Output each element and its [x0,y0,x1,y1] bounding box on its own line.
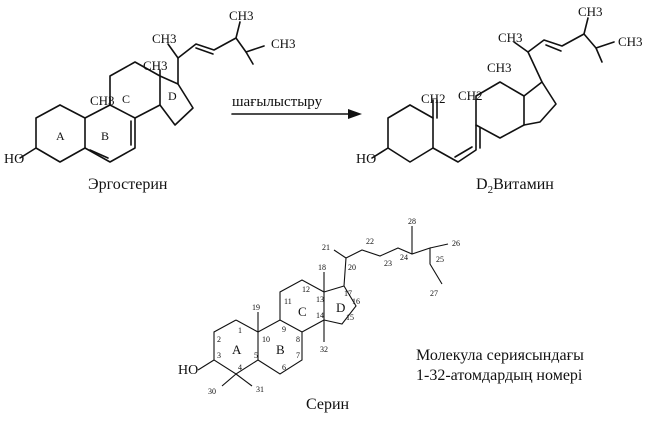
ergo-ch3-c26: CH3 [271,36,296,51]
sterane-c21-bond [333,249,347,259]
atom-number-20: 20 [348,263,356,272]
vitamin-d2-name-prefix: D [476,176,488,193]
sterane-side-chain [343,247,443,287]
atom-number-17: 17 [344,289,352,298]
vitd-ch2-label: CH2 [458,88,483,103]
atom-number-18: 18 [318,263,326,272]
vitd-triene-double-1 [454,146,473,158]
vitamin-d2-name-suffix: Витамин [493,176,554,193]
atom-number-6: 6 [282,363,286,372]
atom-number-2: 2 [217,335,221,344]
sterane-structure: A B C D HO 1 2 3 4 5 6 7 8 9 10 11 12 13… [178,217,460,396]
atom-number-21: 21 [322,243,330,252]
atom-number-24: 24 [400,253,408,262]
vitd-side-double-bond [545,44,562,52]
vitd-oh-bond [371,147,389,159]
sterane-ring-c-label: C [298,304,307,319]
caption: Молекула сериясындағы 1-32-атомдардың но… [416,346,584,386]
vitd-ch2-exo-label: CH2 [421,91,446,106]
ergo-ch3-c10: CH3 [90,93,115,108]
ring-c-bonds [109,61,161,119]
sterane-ring-d-bonds [323,285,357,325]
atom-number-8: 8 [296,335,300,344]
sterane-ring-c-bonds [279,279,325,333]
atom-number-28: 28 [408,217,416,226]
sterane-oh-label: HO [178,363,198,378]
atom-number-32: 32 [320,345,328,354]
vitamin-d2-name: D2Витамин [476,176,554,196]
atom-number-31: 31 [256,385,264,394]
atom-number-4: 4 [238,363,242,372]
ergosterol-structure: A B C D HO CH3 CH3 CH3 CH3 CH3 [4,8,296,167]
vitd-triene [432,124,477,163]
ergo-c21-bond [167,43,179,59]
atom-number-9: 9 [282,325,286,334]
ergo-ring-d-label: D [168,89,177,103]
sterane-name: Серин [306,396,350,413]
vitamin-d2-structure: HO CH2 CH3 CH3 CH3 CH3 CH2 [356,4,643,167]
sterane-ring-a-label: A [232,342,242,357]
atom-number-26: 26 [452,239,460,248]
atom-number-22: 22 [366,237,374,246]
ergo-ch3-c13: CH3 [143,58,168,73]
ergo-side-double-bond [195,47,214,55]
reaction-arrow [231,109,362,119]
vitd-c28-bond [583,17,589,35]
vitd-ring-a-bonds [387,104,434,163]
atom-number-7: 7 [296,351,300,360]
atom-number-16: 16 [352,297,360,306]
caption-line-2: 1-32-атомдардың номері [416,367,583,384]
vitd-c27-bond [595,47,603,63]
atom-number-14: 14 [316,311,324,320]
sterane-c26-bond [429,243,449,249]
vitamin-d2-name-subscript: 2 [487,184,494,197]
arrow-head [348,109,362,119]
ergosterol-name: Эргостерин [88,176,168,193]
atom-number-5: 5 [254,351,258,360]
vitd-ch3-c21: CH3 [498,30,523,45]
ergo-side-chain [177,21,265,85]
ergo-double-bond-5-6 [89,149,109,159]
atom-number-30: 30 [208,387,216,396]
vitd-oh-label: HO [356,152,376,167]
sterane-ring-b-label: B [276,342,285,357]
sterane-c30-bond [221,373,237,387]
vitd-ring-d-bonds [523,81,557,126]
atom-number-25: 25 [436,255,444,264]
sterane-atom-numbers: 1 2 3 4 5 6 7 8 9 10 11 12 13 14 15 16 1… [208,217,460,396]
ergo-c27-bond [245,51,254,65]
atom-number-10: 10 [262,335,270,344]
atom-number-3: 3 [217,351,221,360]
ergo-ch3-c21: CH3 [152,31,177,46]
ergo-ring-a-label: A [56,129,65,143]
ergo-ring-b-label: B [101,129,109,143]
vitd-ch3-c28: CH3 [578,4,603,19]
ergo-oh-label: HO [4,152,24,167]
ergo-ch3-c28: CH3 [229,8,254,23]
sterane-oh-bond [197,359,215,371]
ring-b-bonds [84,104,136,163]
vitd-ch3-c26: CH3 [618,34,643,49]
atom-number-23: 23 [384,259,392,268]
vitd-ring-c-bonds [475,81,525,139]
ergo-ring-c-label: C [122,92,130,106]
caption-line-1: Молекула сериясындағы [416,347,584,364]
atom-number-15: 15 [346,313,354,322]
vitd-ch3-c13: CH3 [487,60,512,75]
atom-number-1: 1 [238,326,242,335]
atom-number-12: 12 [302,285,310,294]
sterane-ring-d-label: D [336,300,345,315]
ring-d-bonds [159,75,194,126]
atom-number-27: 27 [430,289,438,298]
atom-number-11: 11 [284,297,292,306]
vitd-c21-bond [513,41,529,53]
sterane-ring-b-bonds [257,319,303,375]
arrow-label: шағылыстыру [232,94,323,110]
ergo-oh-bond [19,147,37,159]
atom-number-13: 13 [316,295,324,304]
sterane-c31-bond [235,373,253,387]
atom-number-19: 19 [252,303,260,312]
